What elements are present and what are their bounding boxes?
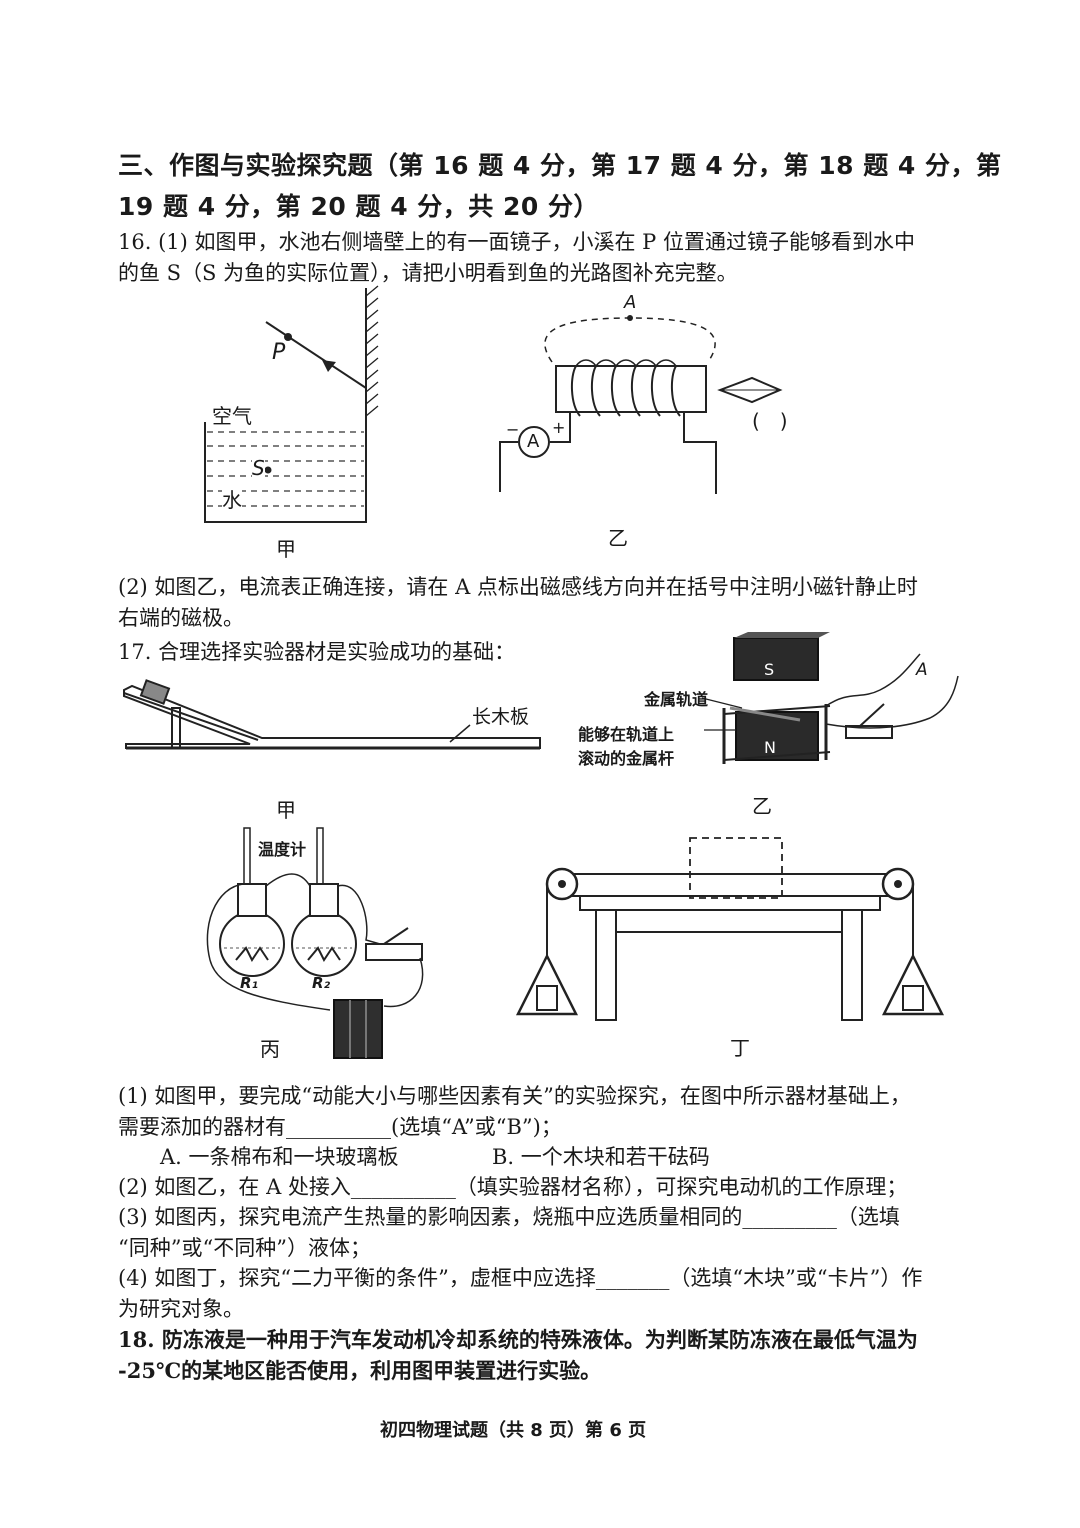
coil-windings bbox=[570, 365, 681, 417]
switch-bing bbox=[365, 943, 423, 961]
light-ray bbox=[265, 321, 367, 389]
label-minus: − bbox=[506, 420, 520, 439]
q17-p1-option-a: A. 一条棉布和一块玻璃板 bbox=[160, 1145, 399, 1169]
ray-arrow bbox=[322, 360, 336, 372]
ammeter bbox=[518, 426, 550, 458]
section-heading-line1: 三、作图与实验探究题（第 16 题 4 分，第 17 题 4 分，第 18 题 … bbox=[118, 151, 1002, 180]
switch-base bbox=[845, 725, 893, 739]
label-r2: R₂ bbox=[312, 974, 331, 992]
q16-part2-line1: (2) 如图乙，电流表正确连接，请在 A 点标出磁感线方向并在括号中注明小磁针静… bbox=[118, 575, 918, 599]
mirror-hatching bbox=[365, 285, 379, 417]
q16-part2-line2: 右端的磁极。 bbox=[118, 606, 244, 630]
solenoid-core bbox=[555, 365, 707, 413]
q17-p3-line2: “同种”或“不同种”）液体； bbox=[118, 1236, 371, 1260]
magnet-n bbox=[735, 711, 819, 761]
q17-p4-line2: 为研究对象。 bbox=[118, 1297, 244, 1321]
label-metal-track: 金属轨道 bbox=[644, 690, 709, 709]
label-rod-line1: 能够在轨道上 bbox=[578, 725, 675, 744]
weight-hanger-right bbox=[881, 953, 945, 1016]
q16-line2: 的鱼 S（S 为鱼的实际位置），请把小明看到鱼的光路图补充完整。 bbox=[118, 261, 738, 285]
label-magnet-s: S bbox=[764, 660, 775, 679]
caption-q17-bing: 丙 bbox=[260, 1037, 280, 1061]
label-s: S bbox=[252, 456, 265, 480]
label-a-point: A bbox=[916, 660, 928, 680]
label-magnet-n: N bbox=[764, 738, 776, 757]
q17-intro: 17. 合理选择实验器材是实验成功的基础： bbox=[118, 640, 516, 664]
q17-p2: (2) 如图乙，在 A 处接入__________（填实验器材名称），可探究电动… bbox=[118, 1175, 908, 1199]
caption-q17-jia: 甲 bbox=[276, 798, 296, 822]
label-long-board: 长木板 bbox=[472, 706, 530, 728]
caption-q17-ding: 丁 bbox=[730, 1036, 750, 1060]
label-plus: + bbox=[552, 418, 566, 437]
label-rod-line2: 滚动的金属杆 bbox=[578, 749, 675, 768]
ramp-support bbox=[171, 707, 181, 749]
q17-p3-line1: (3) 如图丙，探究电流产生热量的影响因素，烧瓶中应选质量相同的________… bbox=[118, 1205, 900, 1229]
metal-rail bbox=[723, 705, 831, 715]
ramp-cart bbox=[139, 679, 171, 705]
weight-hanger-left bbox=[515, 953, 579, 1016]
section-heading-line2: 19 题 4 分，第 20 题 4 分，共 20 分） bbox=[118, 192, 599, 221]
page-footer: 初四物理试题（共 8 页）第 6 页 bbox=[380, 1420, 647, 1441]
q17-p1-option-b: B. 一个木块和若干砝码 bbox=[492, 1145, 710, 1169]
point-p bbox=[284, 333, 292, 341]
point-a bbox=[627, 315, 633, 321]
label-air: 空气 bbox=[212, 404, 252, 428]
label-water: 水 bbox=[222, 484, 242, 513]
q16-line1: 16. (1) 如图甲，水池右侧墙壁上的有一面镜子，小溪在 P 位置通过镜子能够… bbox=[118, 230, 915, 254]
q17-p4-line1: (4) 如图丁，探究“二力平衡的条件”，虚框中应选择_______（选填“木块”… bbox=[118, 1266, 923, 1290]
battery bbox=[333, 999, 383, 1059]
label-ammeter: A bbox=[527, 431, 540, 452]
dashed-box bbox=[689, 837, 783, 899]
caption-q16-yi: 乙 bbox=[608, 526, 628, 550]
q17-p1-line2: 需要添加的器材有__________(选填“A”或“B”)； bbox=[118, 1115, 562, 1139]
metal-rod bbox=[729, 706, 801, 722]
magnet-s bbox=[733, 637, 819, 681]
q18-line2: -25℃的某地区能否使用，利用图甲装置进行实验。 bbox=[118, 1358, 602, 1383]
caption-q17-yi: 乙 bbox=[752, 794, 772, 818]
q17-p1-line1: (1) 如图甲，要完成“动能大小与哪些因素有关”的实验探究，在图中所示器材基础上… bbox=[118, 1084, 911, 1108]
q18-line1: 18. 防冻液是一种用于汽车发动机冷却系统的特殊液体。为判断某防冻液在最低气温为 bbox=[118, 1327, 918, 1352]
pool-outline bbox=[204, 422, 367, 523]
caption-q16-jia: 甲 bbox=[276, 537, 296, 561]
label-p: P bbox=[272, 340, 286, 365]
label-a-field: A bbox=[624, 292, 637, 313]
label-thermometer: 温度计 bbox=[258, 836, 307, 860]
fish-s bbox=[264, 466, 272, 474]
label-r1: R₁ bbox=[240, 974, 259, 992]
label-bracket: ( ) bbox=[752, 409, 788, 433]
